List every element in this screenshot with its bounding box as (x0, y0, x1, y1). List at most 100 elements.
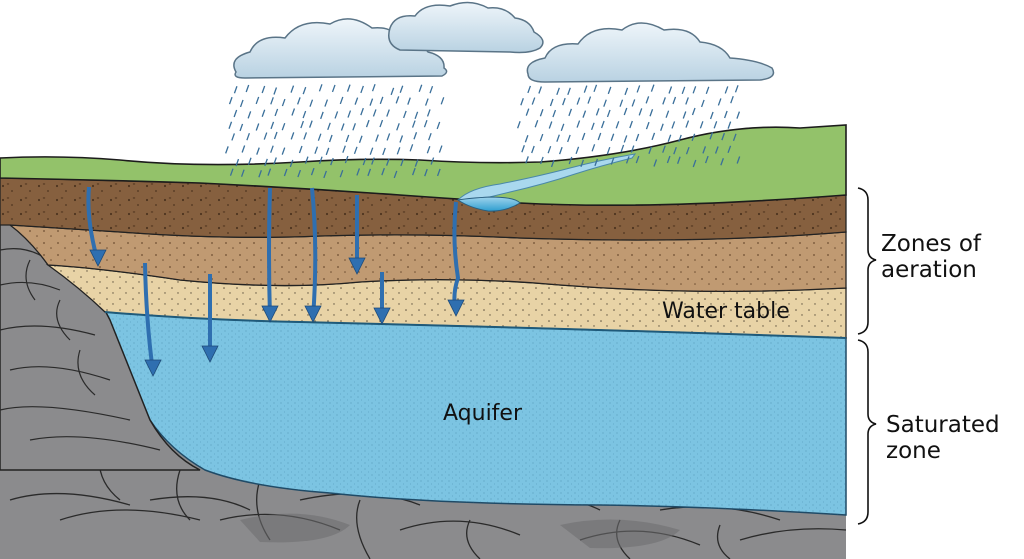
raindrop (247, 157, 252, 165)
raindrop (300, 120, 304, 129)
raindrop (700, 99, 705, 108)
raindrop (704, 155, 709, 164)
raindrop (320, 111, 324, 120)
raindrop (318, 84, 323, 92)
raindrop (385, 158, 390, 166)
zones-of-aeration-label: Zones of aeration (881, 231, 982, 284)
raindrop (624, 87, 629, 96)
raindrop (379, 119, 384, 128)
raindrop (524, 135, 529, 143)
raindrop (255, 96, 260, 105)
raindrop (241, 145, 246, 153)
raindrop (407, 97, 411, 105)
raindrop (650, 84, 655, 92)
raindrop (606, 109, 611, 118)
raindrop (339, 96, 344, 105)
raindrop (423, 119, 428, 128)
raindrop (261, 109, 266, 117)
clouds (233, 1, 775, 83)
raindrop (296, 97, 301, 105)
zones-of-aeration-line-1: Zones of (881, 231, 982, 257)
raindrop (418, 84, 423, 92)
raindrop (665, 110, 670, 118)
raindrop (692, 86, 697, 94)
raindrop (358, 135, 363, 143)
raindrop (386, 109, 390, 117)
arrow-head-icon (304, 305, 322, 323)
raindrop (274, 108, 279, 117)
raindrop (645, 121, 650, 130)
saturated-zone-line-2: zone (886, 437, 941, 464)
raindrop (344, 155, 349, 164)
stream-and-pond (456, 153, 637, 212)
raindrop (717, 98, 722, 106)
raindrop (246, 132, 250, 141)
arrow-head-icon (348, 257, 366, 275)
raindrop (323, 170, 327, 179)
raindrop (393, 170, 398, 179)
raindrop (534, 120, 539, 128)
raindrop (705, 86, 710, 95)
raindrop (270, 97, 274, 105)
zones-of-aeration-line-2: aeration (881, 256, 977, 283)
raindrop (672, 96, 677, 105)
raindrop (362, 157, 367, 166)
raindrop (567, 87, 571, 96)
raindrop (324, 99, 329, 107)
raindrop (678, 134, 682, 143)
raindrop (610, 133, 615, 141)
raindrop (727, 145, 732, 154)
raindrop (568, 156, 573, 165)
raindrop (734, 85, 739, 93)
raindrop (396, 123, 400, 131)
raindrop (685, 120, 690, 128)
zone-braces (857, 187, 877, 525)
raindrop (517, 121, 521, 129)
arrow-shaft (310, 187, 318, 319)
raindrop (403, 110, 407, 119)
raindrop (414, 159, 419, 167)
brace-aeration (857, 187, 877, 335)
arrow-head-icon (261, 305, 279, 323)
raindrop (414, 111, 419, 120)
raindrop (525, 156, 529, 164)
raindrop (531, 97, 536, 105)
raindrop (567, 134, 571, 143)
raindrop (360, 85, 364, 94)
raindrop (289, 159, 294, 168)
aquifer-label: Aquifer (443, 401, 523, 426)
raindrop (709, 132, 714, 140)
raindrop (258, 170, 262, 178)
raindrop (429, 85, 434, 94)
raindrop (428, 132, 432, 141)
raindrop (339, 169, 344, 178)
raindrop (356, 168, 361, 176)
raindrop (682, 111, 687, 119)
raindrop (590, 122, 595, 131)
water-table-label: Water table (662, 299, 790, 324)
raindrop (568, 108, 573, 117)
raindrop (354, 97, 359, 105)
raindrop (635, 155, 640, 164)
raindrop (347, 110, 352, 118)
raindrop (436, 121, 441, 130)
raindrop (676, 156, 681, 164)
raindrop (636, 85, 641, 93)
raindrop (413, 132, 418, 140)
raindrop (648, 146, 653, 154)
raindrop (304, 156, 309, 164)
raindrop (552, 109, 557, 118)
raindrop (367, 168, 372, 177)
raindrop (256, 147, 260, 155)
raindrop (430, 157, 435, 165)
raindrop (723, 110, 728, 119)
raindrop (619, 99, 624, 107)
arrow-head-icon (144, 359, 162, 377)
raindrop (411, 120, 416, 128)
raindrop (331, 84, 336, 93)
saturated-zone-line-1: Saturated (886, 412, 1000, 438)
raindrop (539, 109, 544, 117)
brace-saturated (857, 339, 877, 525)
